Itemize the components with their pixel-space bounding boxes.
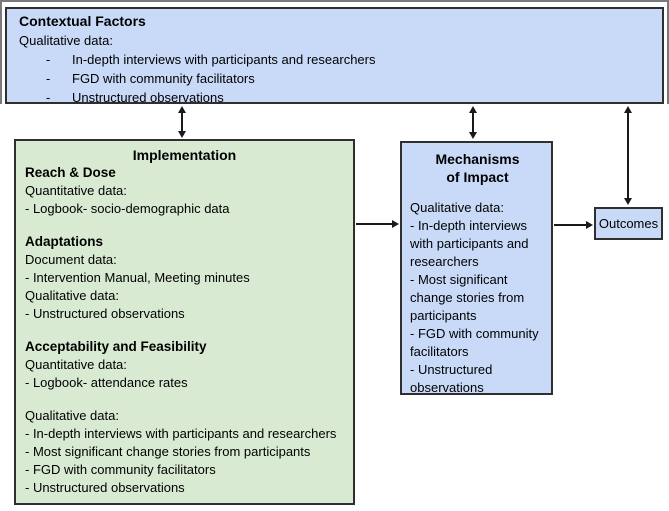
block-line: Qualitative data: [410,200,504,215]
contextual-bullet-text: FGD with community facilitators [72,71,255,86]
block-line: - Unstructured observations [25,306,185,321]
block-line: Quantitative data: [25,183,127,198]
outcomes-label: Outcomes [598,215,659,231]
block-line: Document data: [25,252,117,267]
mechanisms-of-impact-box: Mechanisms of Impact Qualitative data: -… [400,141,553,395]
contextual-intro: Qualitative data: [19,33,113,48]
list-item: - FGD with community facilitators [19,69,650,88]
arrow-shaft [356,223,396,225]
contextual-bullet-text: Unstructured observations [72,90,224,105]
block-line: - Unstructured observations [410,362,493,395]
implementation-title: Implementation [132,147,237,163]
block-heading: Adaptations [25,234,104,249]
block-line: - FGD with community facilitators [410,326,539,359]
arrowhead-right-icon [392,219,399,228]
list-item: - Unstructured observations [19,88,650,107]
bullet-dash: - [46,52,51,67]
arrow-shaft [627,109,629,202]
contextual-factors-box: Contextual Factors Qualitative data: - I… [5,7,664,107]
block-line: - Unstructured observations [25,480,185,495]
arrowhead-down-icon [177,131,186,138]
context-outcomes-arrow [623,106,632,205]
arrow-shaft [554,224,590,226]
arrowhead-right-icon [586,220,593,229]
implementation-block-acceptability: Acceptability and Feasibility Quantitati… [25,338,344,392]
block-line: - Logbook- socio-demographic data [25,201,230,216]
block-line: - In-depth interviews with participants … [25,426,337,441]
contextual-bullet-text: In-depth interviews with participants an… [72,52,376,67]
block-line: - FGD with community facilitators [25,462,216,477]
implementation-block-qualitative: Qualitative data: - In-depth interviews … [25,407,344,497]
block-line: - Intervention Manual, Meeting minutes [25,270,250,285]
mechanisms-outcomes-arrow [554,220,593,229]
implementation-block-reach-dose: Reach & Dose Quantitative data: - Logboo… [25,164,344,218]
arrow-shaft [472,109,474,136]
block-heading: Reach & Dose [25,165,116,180]
block-line: - Most significant change stories from p… [410,272,525,323]
mechanisms-title-line1: Mechanisms [435,151,520,167]
outcomes-box: Outcomes [594,207,663,240]
bullet-dash: - [46,71,51,86]
list-item: - In-depth interviews with participants … [19,50,650,69]
mechanisms-lines: Qualitative data: - In-depth interviews … [410,199,545,397]
implementation-mechanisms-arrow [356,219,399,228]
figure-top-frame [0,0,669,104]
arrowhead-down-icon [623,198,632,205]
block-line: Qualitative data: [25,288,119,303]
arrow-shaft [181,109,183,135]
arrowhead-down-icon [468,132,477,139]
block-line: Quantitative data: [25,357,127,372]
block-heading: Acceptability and Feasibility [25,339,207,354]
implementation-block-adaptations: Adaptations Document data: - Interventio… [25,233,344,323]
block-line: - Logbook- attendance rates [25,375,188,390]
block-line: Qualitative data: [25,408,119,423]
mechanisms-title-line2: of Impact [446,169,509,185]
block-line: - In-depth interviews with participants … [410,218,529,269]
context-implementation-arrow [177,106,186,138]
bullet-dash: - [46,90,51,105]
block-line: - Most significant change stories from p… [25,444,311,459]
context-mechanisms-arrow [468,106,477,139]
contextual-factors-title: Contextual Factors [19,13,146,29]
implementation-box: Implementation Reach & Dose Quantitative… [14,139,355,505]
